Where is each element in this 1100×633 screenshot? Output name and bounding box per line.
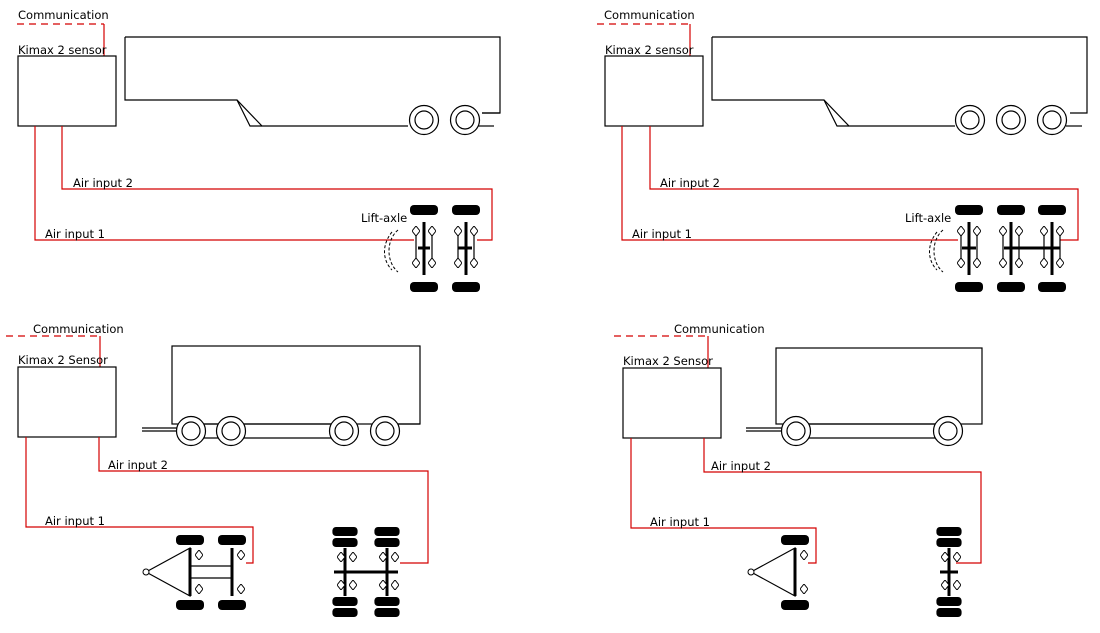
air-input-2-label: Air input 2 [73,176,133,190]
air-input-1-line [630,438,817,564]
air-input-1-label: Air input 1 [45,514,105,528]
communication-label: Communication [674,322,765,336]
sensor-label: Kimax 2 sensor [18,43,107,57]
wheel [175,415,207,447]
air-input-2-line [703,438,982,564]
wheel [328,415,360,447]
air-input-2-line [61,126,493,241]
communication-label: Communication [604,8,695,22]
air-input-1-line [34,126,414,241]
lift-axle-label: Lift-axle [361,211,407,225]
trailer-side-view [124,36,501,136]
panel-1-semitrailer-two-axle: Communication Kimax 2 sensor Air input 1… [17,8,501,292]
sensor-label: Kimax 2 Sensor [623,354,713,368]
wheel [1036,104,1068,136]
axle-top-view [929,205,1066,292]
wheel [369,415,401,447]
wheel [995,104,1027,136]
panel-4-drawbar-trailer-two-axle: Communication Kimax 2 Sensor Air input 1… [614,322,983,617]
air-input-1-line [621,126,958,241]
panel-2-semitrailer-three-axle: Communication Kimax 2 sensor Air input 1… [597,8,1088,292]
rear-axle-top-view [936,527,962,617]
wheel [449,104,481,136]
kimax-sensor-box [622,367,722,439]
wheel [408,104,440,136]
air-input-1-label: Air input 1 [45,227,105,241]
communication-label: Communication [18,8,109,22]
wheel [780,415,812,447]
air-input-2-label: Air input 2 [660,176,720,190]
trailer-side-view [711,36,1088,136]
air-input-2-label: Air input 2 [108,458,168,472]
wheel [932,415,964,447]
air-input-1-line [25,437,254,564]
air-input-2-label: Air input 2 [711,459,771,473]
kimax-sensor-box [17,366,117,438]
kimax-sensor-box [17,55,117,127]
sensor-label: Kimax 2 sensor [605,43,694,57]
air-input-1-label: Air input 1 [650,515,710,529]
lift-arrow-icon [933,229,944,273]
sensor-label: Kimax 2 Sensor [18,353,108,367]
wheel [954,104,986,136]
trailer-side-view [142,345,421,447]
air-input-1-label: Air input 1 [632,227,692,241]
trailer-side-view [746,347,983,447]
tandem-axle-top-view [332,527,400,617]
kimax-sensor-box [604,55,704,127]
panel-3-drawbar-trailer-four-axle: Communication Kimax 2 Sensor Air input 1… [6,322,429,617]
lift-arrow-icon [388,229,399,273]
communication-label: Communication [33,322,124,336]
drawbar-axle-top-view [142,535,246,610]
air-input-2-line [649,126,1079,241]
lift-axle-label: Lift-axle [905,211,951,225]
air-input-2-line [98,437,429,564]
axle-top-view [384,205,480,292]
drawbar-axle-top-view [747,535,809,610]
wheel [215,415,247,447]
